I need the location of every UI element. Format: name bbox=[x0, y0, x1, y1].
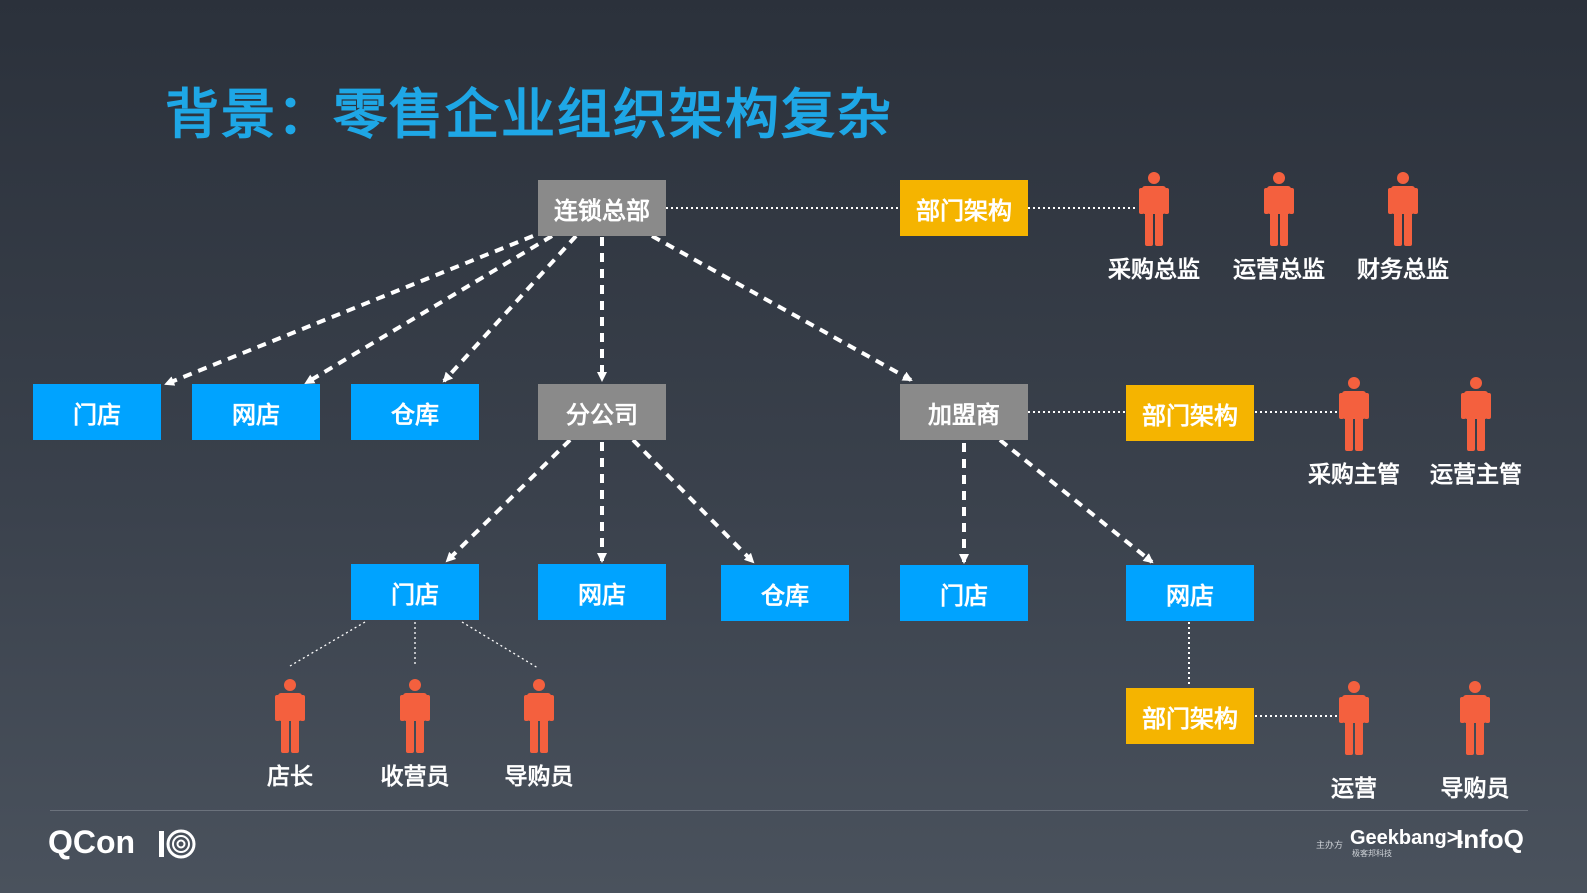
sponsor-label: 主办方 bbox=[1316, 841, 1344, 851]
geekbang-subtitle: 极客邦科技 bbox=[1352, 849, 1392, 858]
person-label: 收营员 bbox=[380, 764, 450, 790]
arrow-branch-store bbox=[445, 438, 572, 563]
arrow-hq-store bbox=[164, 234, 534, 386]
warehouse-node-hq: 仓库 bbox=[351, 384, 479, 440]
qcon-10-logo-icon bbox=[159, 829, 196, 859]
person-shopping-guide: 导购员 bbox=[484, 679, 594, 791]
person-icon bbox=[1264, 172, 1294, 246]
person-icon bbox=[1461, 377, 1491, 451]
person-ops-director: 运营总监 bbox=[1224, 172, 1334, 284]
dotted-store-manager bbox=[289, 621, 366, 667]
person-label: 采购主管 bbox=[1308, 462, 1400, 488]
online-store-node-franchise: 网店 bbox=[1126, 565, 1254, 621]
person-icon bbox=[1388, 172, 1418, 246]
arrow-hq-warehouse bbox=[442, 234, 578, 383]
branch-node: 分公司 bbox=[538, 384, 666, 440]
person-label: 采购总监 bbox=[1108, 257, 1200, 283]
person-finance-director: 财务总监 bbox=[1348, 172, 1458, 284]
infoq-logo: InfoQ bbox=[1456, 824, 1524, 854]
person-purchase-manager: 采购主管 bbox=[1299, 377, 1409, 489]
person-shopping-guide-online: 导购员 bbox=[1420, 681, 1530, 803]
store-node-hq: 门店 bbox=[33, 384, 161, 440]
person-label: 运营主管 bbox=[1430, 462, 1522, 488]
person-icon bbox=[1460, 681, 1490, 755]
store-node-franchise: 门店 bbox=[900, 565, 1028, 621]
footer-divider bbox=[50, 810, 1528, 811]
arrow-franchise-online bbox=[998, 438, 1154, 564]
person-label: 运营总监 bbox=[1233, 257, 1325, 283]
franchise-node: 加盟商 bbox=[900, 384, 1028, 440]
person-icon bbox=[275, 679, 305, 753]
person-icon bbox=[1139, 172, 1169, 246]
person-label: 运营 bbox=[1331, 776, 1377, 802]
dept-structure-hq: 部门架构 bbox=[900, 180, 1028, 236]
arrow-hq-franchise bbox=[651, 234, 913, 382]
dotted-store-guide bbox=[461, 621, 539, 669]
dept-structure-online: 部门架构 bbox=[1126, 688, 1254, 744]
person-ops-manager: 运营主管 bbox=[1421, 377, 1531, 489]
online-store-node-branch: 网店 bbox=[538, 564, 666, 620]
person-label: 导购员 bbox=[504, 764, 574, 790]
person-icon bbox=[524, 679, 554, 753]
page-title: 背景：零售企业组织架构复杂 bbox=[165, 83, 893, 146]
arrow-branch-warehouse bbox=[631, 438, 755, 564]
dept-structure-franchise: 部门架构 bbox=[1126, 385, 1254, 441]
person-operations: 运营 bbox=[1299, 681, 1409, 803]
qcon-logo: QCon bbox=[48, 824, 136, 860]
person-icon bbox=[400, 679, 430, 753]
person-label: 店长 bbox=[267, 764, 313, 790]
person-store-manager: 店长 bbox=[235, 679, 345, 791]
store-node-branch: 门店 bbox=[351, 564, 479, 620]
arrow-hq-online bbox=[304, 234, 554, 385]
person-purchase-director: 采购总监 bbox=[1099, 172, 1209, 284]
person-icon bbox=[1339, 377, 1369, 451]
person-cashier: 收营员 bbox=[360, 679, 470, 791]
person-label: 财务总监 bbox=[1357, 257, 1449, 283]
person-label: 导购员 bbox=[1440, 776, 1510, 802]
person-icon bbox=[1339, 681, 1369, 755]
warehouse-node-branch: 仓库 bbox=[721, 565, 849, 621]
hq-node: 连锁总部 bbox=[538, 180, 666, 236]
online-store-node-hq: 网店 bbox=[192, 384, 320, 440]
geekbang-logo: Geekbang>. bbox=[1350, 827, 1464, 849]
